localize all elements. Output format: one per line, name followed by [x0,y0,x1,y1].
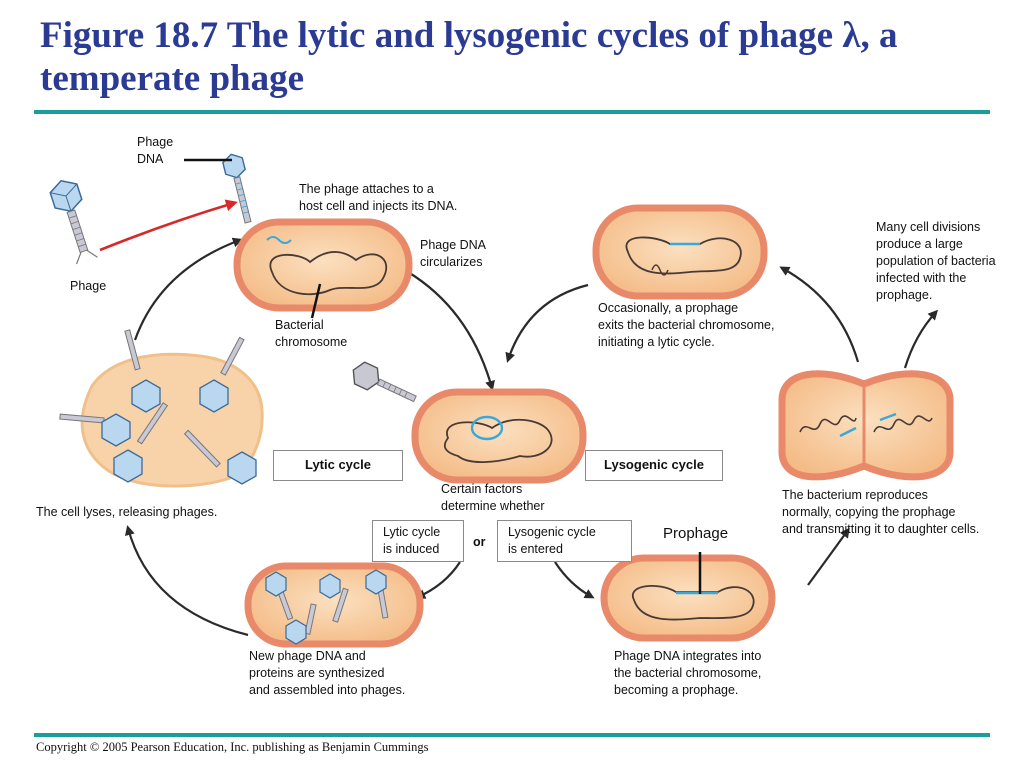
bacterial-chromosome-pointer [310,283,322,319]
phage-attaching [222,153,252,224]
arrow-to-many-divisions [903,309,939,369]
phage-free-left [49,179,98,265]
label-prophage: Prophage [663,525,729,542]
arrow-exit-to-factors [505,283,589,363]
arrow-lysis-to-attach [133,237,243,341]
label-prophage-exits: Occasionally, a prophage exits the bacte… [598,301,775,349]
arrow-attach-to-factors [407,271,495,391]
arrow-synth-to-lysis [124,525,249,637]
label-many-divisions: Many cell divisions produce a large popu… [876,220,996,302]
page-title: Figure 18.7 The lytic and lysogenic cycl… [40,15,898,99]
label-phage-attaches: The phage attaches to a host cell and in… [299,182,458,213]
title-divider [34,110,990,114]
arrow-prophage-to-split [807,527,850,586]
label-bacterium-reproduces: The bacterium reproduces normally, copyi… [782,488,980,536]
copyright-footer: Copyright © 2005 Pearson Education, Inc.… [36,740,429,754]
cell-attachment [233,218,413,312]
cycle-arrows [124,237,939,637]
phage-free-center [352,361,417,403]
label-cell-lyses: The cell lyses, releasing phages. [36,505,218,519]
infection-red-arrow [99,199,238,252]
cell-assembly [244,562,424,648]
label-phage-dna: Phage DNA [137,135,174,166]
lytic-cycle-box: Lytic cycle [273,450,403,481]
lysogenic-entered-box: Lysogenic cycle is entered [497,520,632,562]
arrow-split-to-top [779,266,860,363]
label-bacterial-chromosome: Bacterial chromosome [275,318,348,349]
arrow-to-lytic-induced [415,561,461,599]
cell-dividing [778,370,954,481]
label-certain-factors: Certain factors determine whether [441,482,545,513]
label-phages-synthesized: New phage DNA and proteins are synthesiz… [249,649,406,697]
cell-prophage-exits [592,204,768,300]
cell-decision [411,388,587,484]
arrow-to-lysogenic-entered [554,561,595,599]
lytic-induced-box: Lytic cycle is induced [372,520,464,562]
cell-lysing [59,329,264,488]
label-phage: Phage [70,279,107,293]
label-dna-integrates: Phage DNA integrates into the bacterial … [614,649,762,697]
cell-prophage-integrated [600,554,776,642]
label-dna-circularizes: Phage DNA circularizes [420,238,487,269]
lysogenic-cycle-box: Lysogenic cycle [585,450,723,481]
label-or: or [473,535,486,549]
footer-divider [34,733,990,737]
